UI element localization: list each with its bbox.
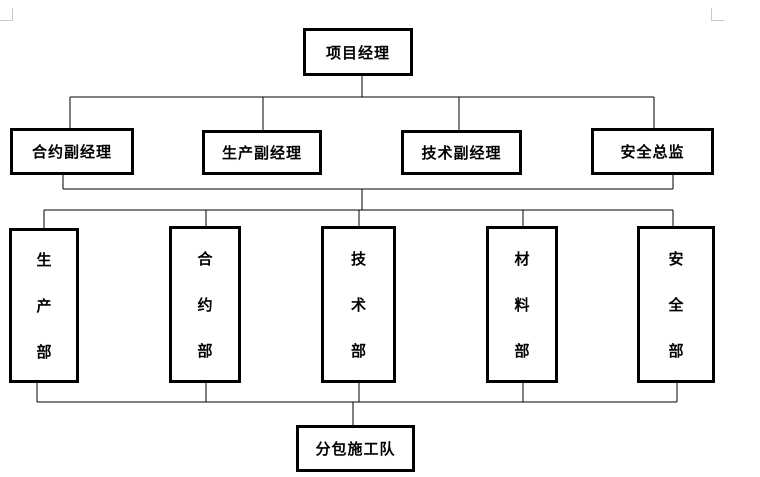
deputy-contract-label: 合约副经理 xyxy=(31,143,112,161)
dept-technical-box: 技 术 部 xyxy=(321,226,396,383)
dept-contract-char-2: 约 xyxy=(197,295,213,314)
deputy-contract-box: 合约副经理 xyxy=(10,128,134,175)
dept-technical-char-3: 部 xyxy=(350,341,366,360)
deputy-production-box: 生产副经理 xyxy=(202,130,322,175)
subcontractor-label: 分包施工队 xyxy=(315,440,396,458)
dept-contract-box: 合 约 部 xyxy=(169,226,241,383)
deputy-technical-label: 技术副经理 xyxy=(421,144,502,162)
project-manager-box: 项目经理 xyxy=(303,28,413,76)
page-corner-mark-right xyxy=(711,8,724,21)
project-manager-label: 项目经理 xyxy=(325,43,390,62)
dept-safety-box: 安 全 部 xyxy=(637,226,715,383)
dept-safety-char-2: 全 xyxy=(668,295,684,314)
dept-production-char-3: 部 xyxy=(36,342,52,361)
dept-safety-char-1: 安 xyxy=(668,249,684,268)
dept-materials-box: 材 料 部 xyxy=(486,226,558,383)
dept-materials-char-3: 部 xyxy=(514,341,530,360)
dept-materials-char-2: 料 xyxy=(514,295,530,314)
dept-technical-char-1: 技 xyxy=(350,249,366,268)
deputy-technical-box: 技术副经理 xyxy=(401,130,522,175)
dept-contract-char-1: 合 xyxy=(197,249,213,268)
page-corner-mark-left xyxy=(0,8,13,21)
dept-contract-char-3: 部 xyxy=(197,341,213,360)
dept-materials-char-1: 材 xyxy=(514,249,530,268)
subcontractor-box: 分包施工队 xyxy=(296,425,415,472)
deputy-production-label: 生产副经理 xyxy=(221,144,302,162)
dept-safety-char-3: 部 xyxy=(668,341,684,360)
dept-production-char-2: 产 xyxy=(36,296,52,315)
dept-technical-char-2: 术 xyxy=(350,295,366,314)
safety-director-label: 安全总监 xyxy=(620,143,685,161)
safety-director-box: 安全总监 xyxy=(591,128,714,175)
dept-production-char-1: 生 xyxy=(36,250,52,269)
dept-production-box: 生 产 部 xyxy=(9,228,79,383)
